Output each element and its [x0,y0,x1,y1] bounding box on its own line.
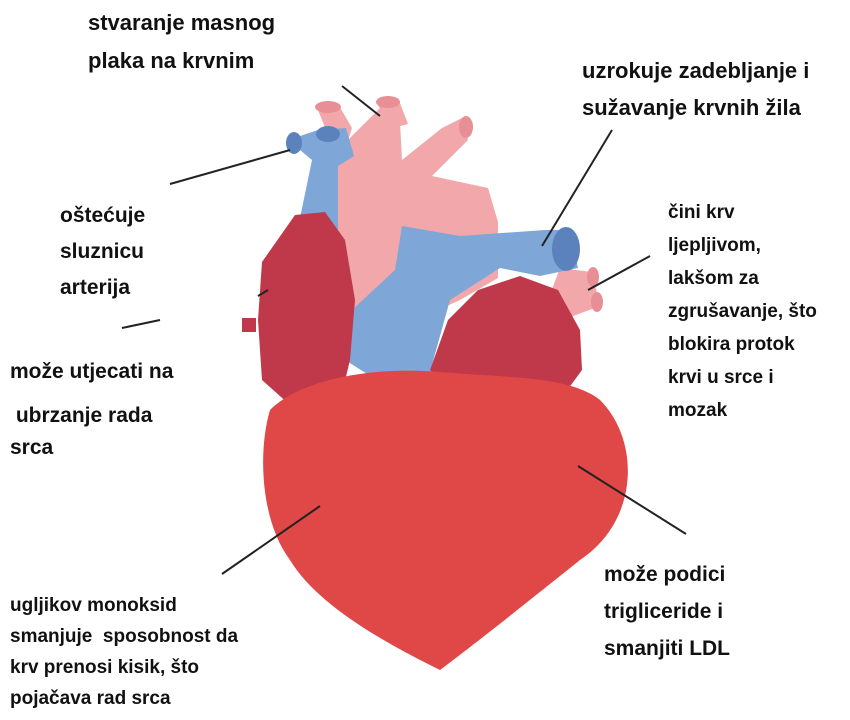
label-line: ljepljivom, [668,229,817,262]
label-line: može podici [604,556,730,593]
label-line: ubrzanje rada [10,399,173,433]
label-line: pojačava rad srca [10,683,238,714]
label-line: stvaranje masnog [88,4,275,42]
label-line: krvi u srce i [668,361,817,394]
label-line: sužavanje krvnih žila [582,89,809,126]
label-line: mozak [668,394,817,427]
label-line: krv prenosi kisik, što [10,652,238,683]
label-line: čini krv [668,196,817,229]
label-line: srca [10,433,173,463]
label-triglycerides: može podici trigliceride i smanjiti LDL [604,556,730,667]
label-plaque: stvaranje masnog plaka na krvnim [88,4,275,80]
label-line: uzrokuje zadebljanje i [582,52,809,89]
label-line: zgrušavanje, što [668,295,817,328]
label-line: smanjuje sposobnost da [10,621,238,652]
leader-line-plaque [342,86,380,116]
small-marker [242,318,256,332]
label-narrowing: uzrokuje zadebljanje i sužavanje krvnih … [582,52,809,126]
ventricles [263,371,628,670]
label-line: lakšom za [668,262,817,295]
label-heart-rate: može utjecati na ubrzanje rada srca [10,345,173,463]
label-line: ugljikov monoksid [10,590,238,621]
label-line: smanjiti LDL [604,630,730,667]
leader-line-narrowing [542,130,612,246]
label-line: trigliceride i [604,593,730,630]
label-carbon-monoxide: ugljikov monoksid smanjuje sposobnost da… [10,590,238,714]
label-line: arterija [60,270,145,306]
label-line: sluznicu [60,234,145,270]
label-artery-damage: oštećuje sluznicu arterija [60,198,145,306]
label-line: plaka na krvnim [88,42,275,80]
label-line: može utjecati na [10,345,173,399]
leader-line-damage [170,150,290,184]
label-sticky-blood: čini krv ljepljivom, lakšom za zgrušavan… [668,196,817,427]
label-line: oštećuje [60,198,145,234]
label-line: blokira protok [668,328,817,361]
